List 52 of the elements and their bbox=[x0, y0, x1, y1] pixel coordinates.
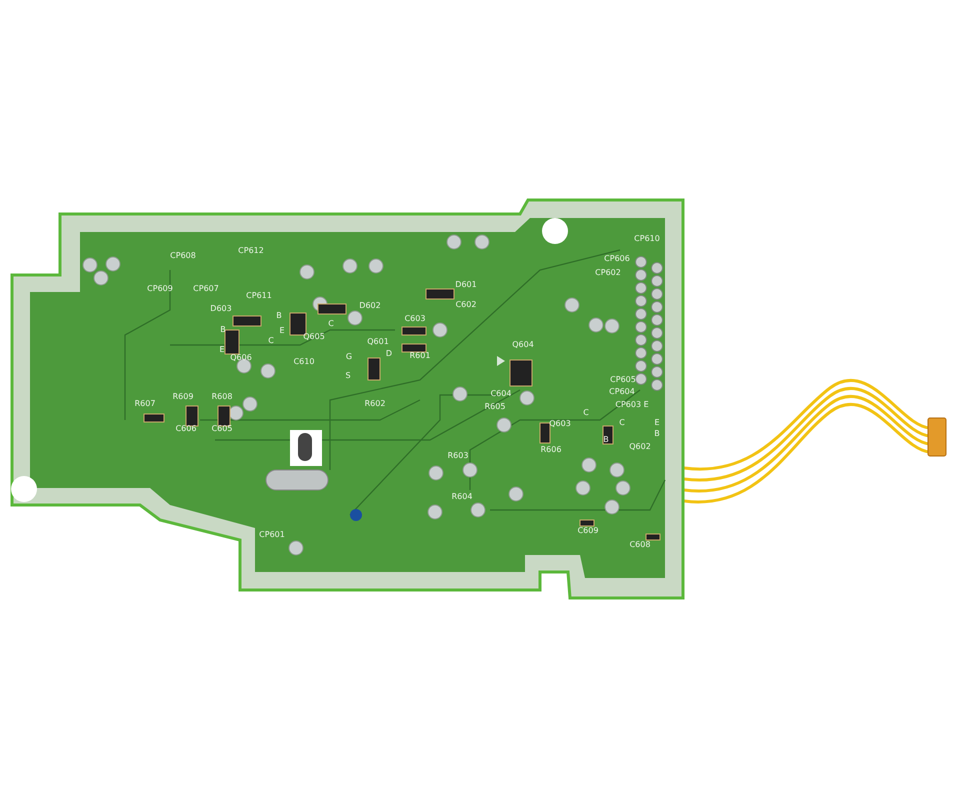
silkscreen-label: R607 bbox=[134, 400, 156, 408]
silkscreen-label: CP609 bbox=[147, 285, 173, 293]
silkscreen-label: CP611 bbox=[246, 292, 272, 300]
silkscreen-label: CP603 E bbox=[615, 401, 649, 409]
silkscreen-label: R608 bbox=[212, 393, 232, 401]
silkscreen-label: Q605 bbox=[303, 333, 325, 341]
silkscreen-label: CP605 bbox=[610, 376, 636, 384]
silkscreen-label: CP607 bbox=[193, 285, 219, 293]
silkscreen-label: B bbox=[220, 326, 226, 334]
silkscreen-label: D602 bbox=[359, 302, 381, 310]
silkscreen-label: E bbox=[654, 419, 660, 427]
silkscreen-label: G bbox=[346, 353, 352, 361]
silkscreen-label: D bbox=[386, 350, 392, 358]
silkscreen-label: R602 bbox=[364, 400, 386, 408]
silkscreen-label: E bbox=[279, 327, 285, 335]
silkscreen-label: Q601 bbox=[367, 338, 389, 346]
silkscreen-label: C bbox=[328, 320, 334, 328]
silkscreen-label: B bbox=[654, 430, 660, 438]
silkscreen-label: C609 bbox=[578, 527, 598, 535]
silkscreen-label: E bbox=[219, 346, 225, 354]
silkscreen-label: CP604 bbox=[609, 388, 635, 396]
silkscreen-label: Q606 bbox=[230, 354, 252, 362]
silkscreen-label: R603 bbox=[448, 452, 468, 460]
silkscreen-label: S bbox=[345, 372, 351, 380]
silkscreen-label: CP602 bbox=[595, 269, 621, 277]
silkscreen-label: Q604 bbox=[512, 341, 534, 349]
silkscreen-label: Q602 bbox=[629, 443, 651, 451]
silkscreen-label: CP606 bbox=[604, 255, 630, 263]
silkscreen-label: C610 bbox=[294, 358, 314, 366]
silkscreen-label: CP610 bbox=[634, 235, 660, 243]
silkscreen-label: C603 bbox=[404, 315, 426, 323]
silkscreen-label: C bbox=[583, 409, 589, 417]
silkscreen-label: C604 bbox=[490, 390, 512, 398]
silkscreen-label: R605 bbox=[484, 403, 506, 411]
silkscreen-label: C602 bbox=[456, 301, 476, 309]
silkscreen-label: C608 bbox=[630, 541, 650, 549]
silkscreen-label: CP601 bbox=[259, 531, 285, 539]
silkscreen-label: C605 bbox=[212, 425, 232, 433]
silkscreen-label: C bbox=[268, 337, 274, 345]
silkscreen-label: C606 bbox=[176, 425, 196, 433]
silkscreen-label: R609 bbox=[172, 393, 194, 401]
silkscreen-label: R601 bbox=[410, 352, 430, 360]
silkscreen-label: CP608 bbox=[170, 252, 196, 260]
silkscreen-label: B bbox=[603, 436, 609, 444]
silkscreen-label: B bbox=[276, 312, 282, 320]
silkscreen-label: R604 bbox=[452, 493, 472, 501]
silkscreen-label: Q603 bbox=[549, 420, 571, 428]
silkscreen-label: C bbox=[619, 419, 625, 427]
silkscreen-label: D603 bbox=[210, 305, 232, 313]
silkscreen-label: R606 bbox=[540, 446, 562, 454]
silkscreen-label: CP612 bbox=[238, 247, 264, 255]
silkscreen-label: D601 bbox=[455, 281, 477, 289]
